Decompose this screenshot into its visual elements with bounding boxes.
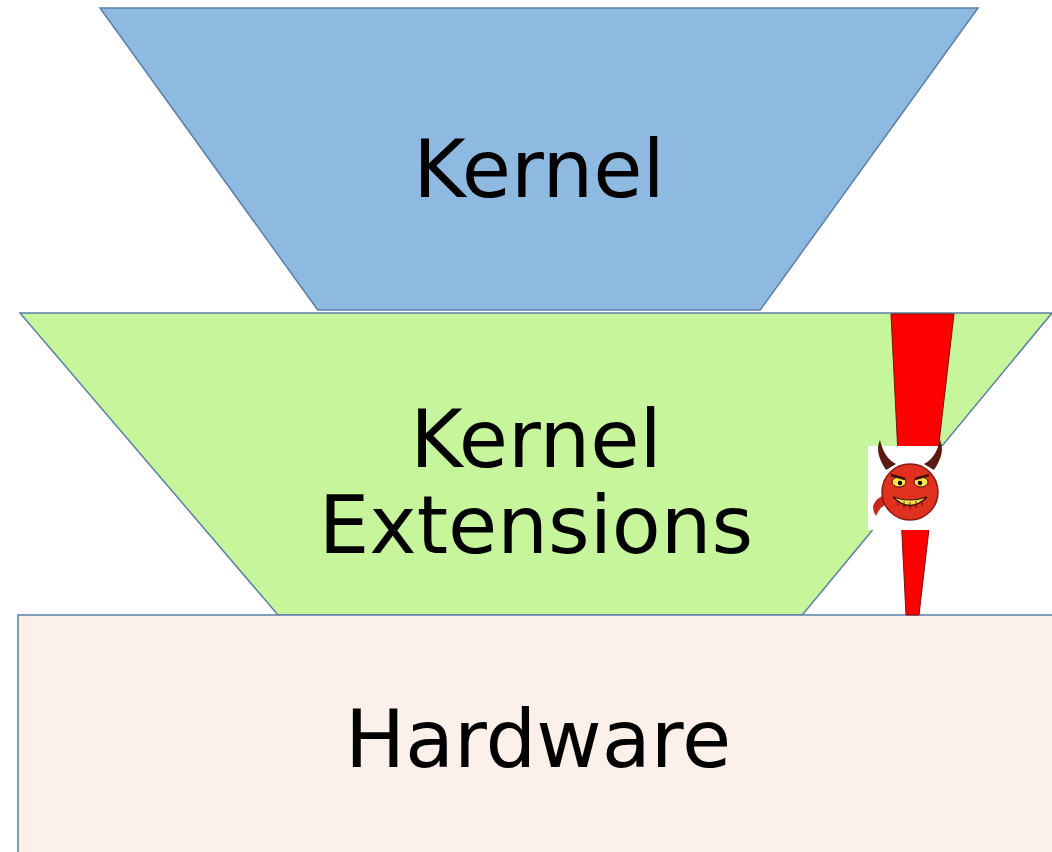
devil-icon [868,440,952,530]
kernel-layer: Kernel [100,8,978,310]
layer-label: Kernel [413,127,664,213]
layer-label: Kernel Extensions [276,397,796,569]
hardware-layer: Hardware [18,615,1052,852]
layer-label: Hardware [345,697,731,783]
kernel-extensions-layer: Kernel Extensions [20,313,1052,615]
